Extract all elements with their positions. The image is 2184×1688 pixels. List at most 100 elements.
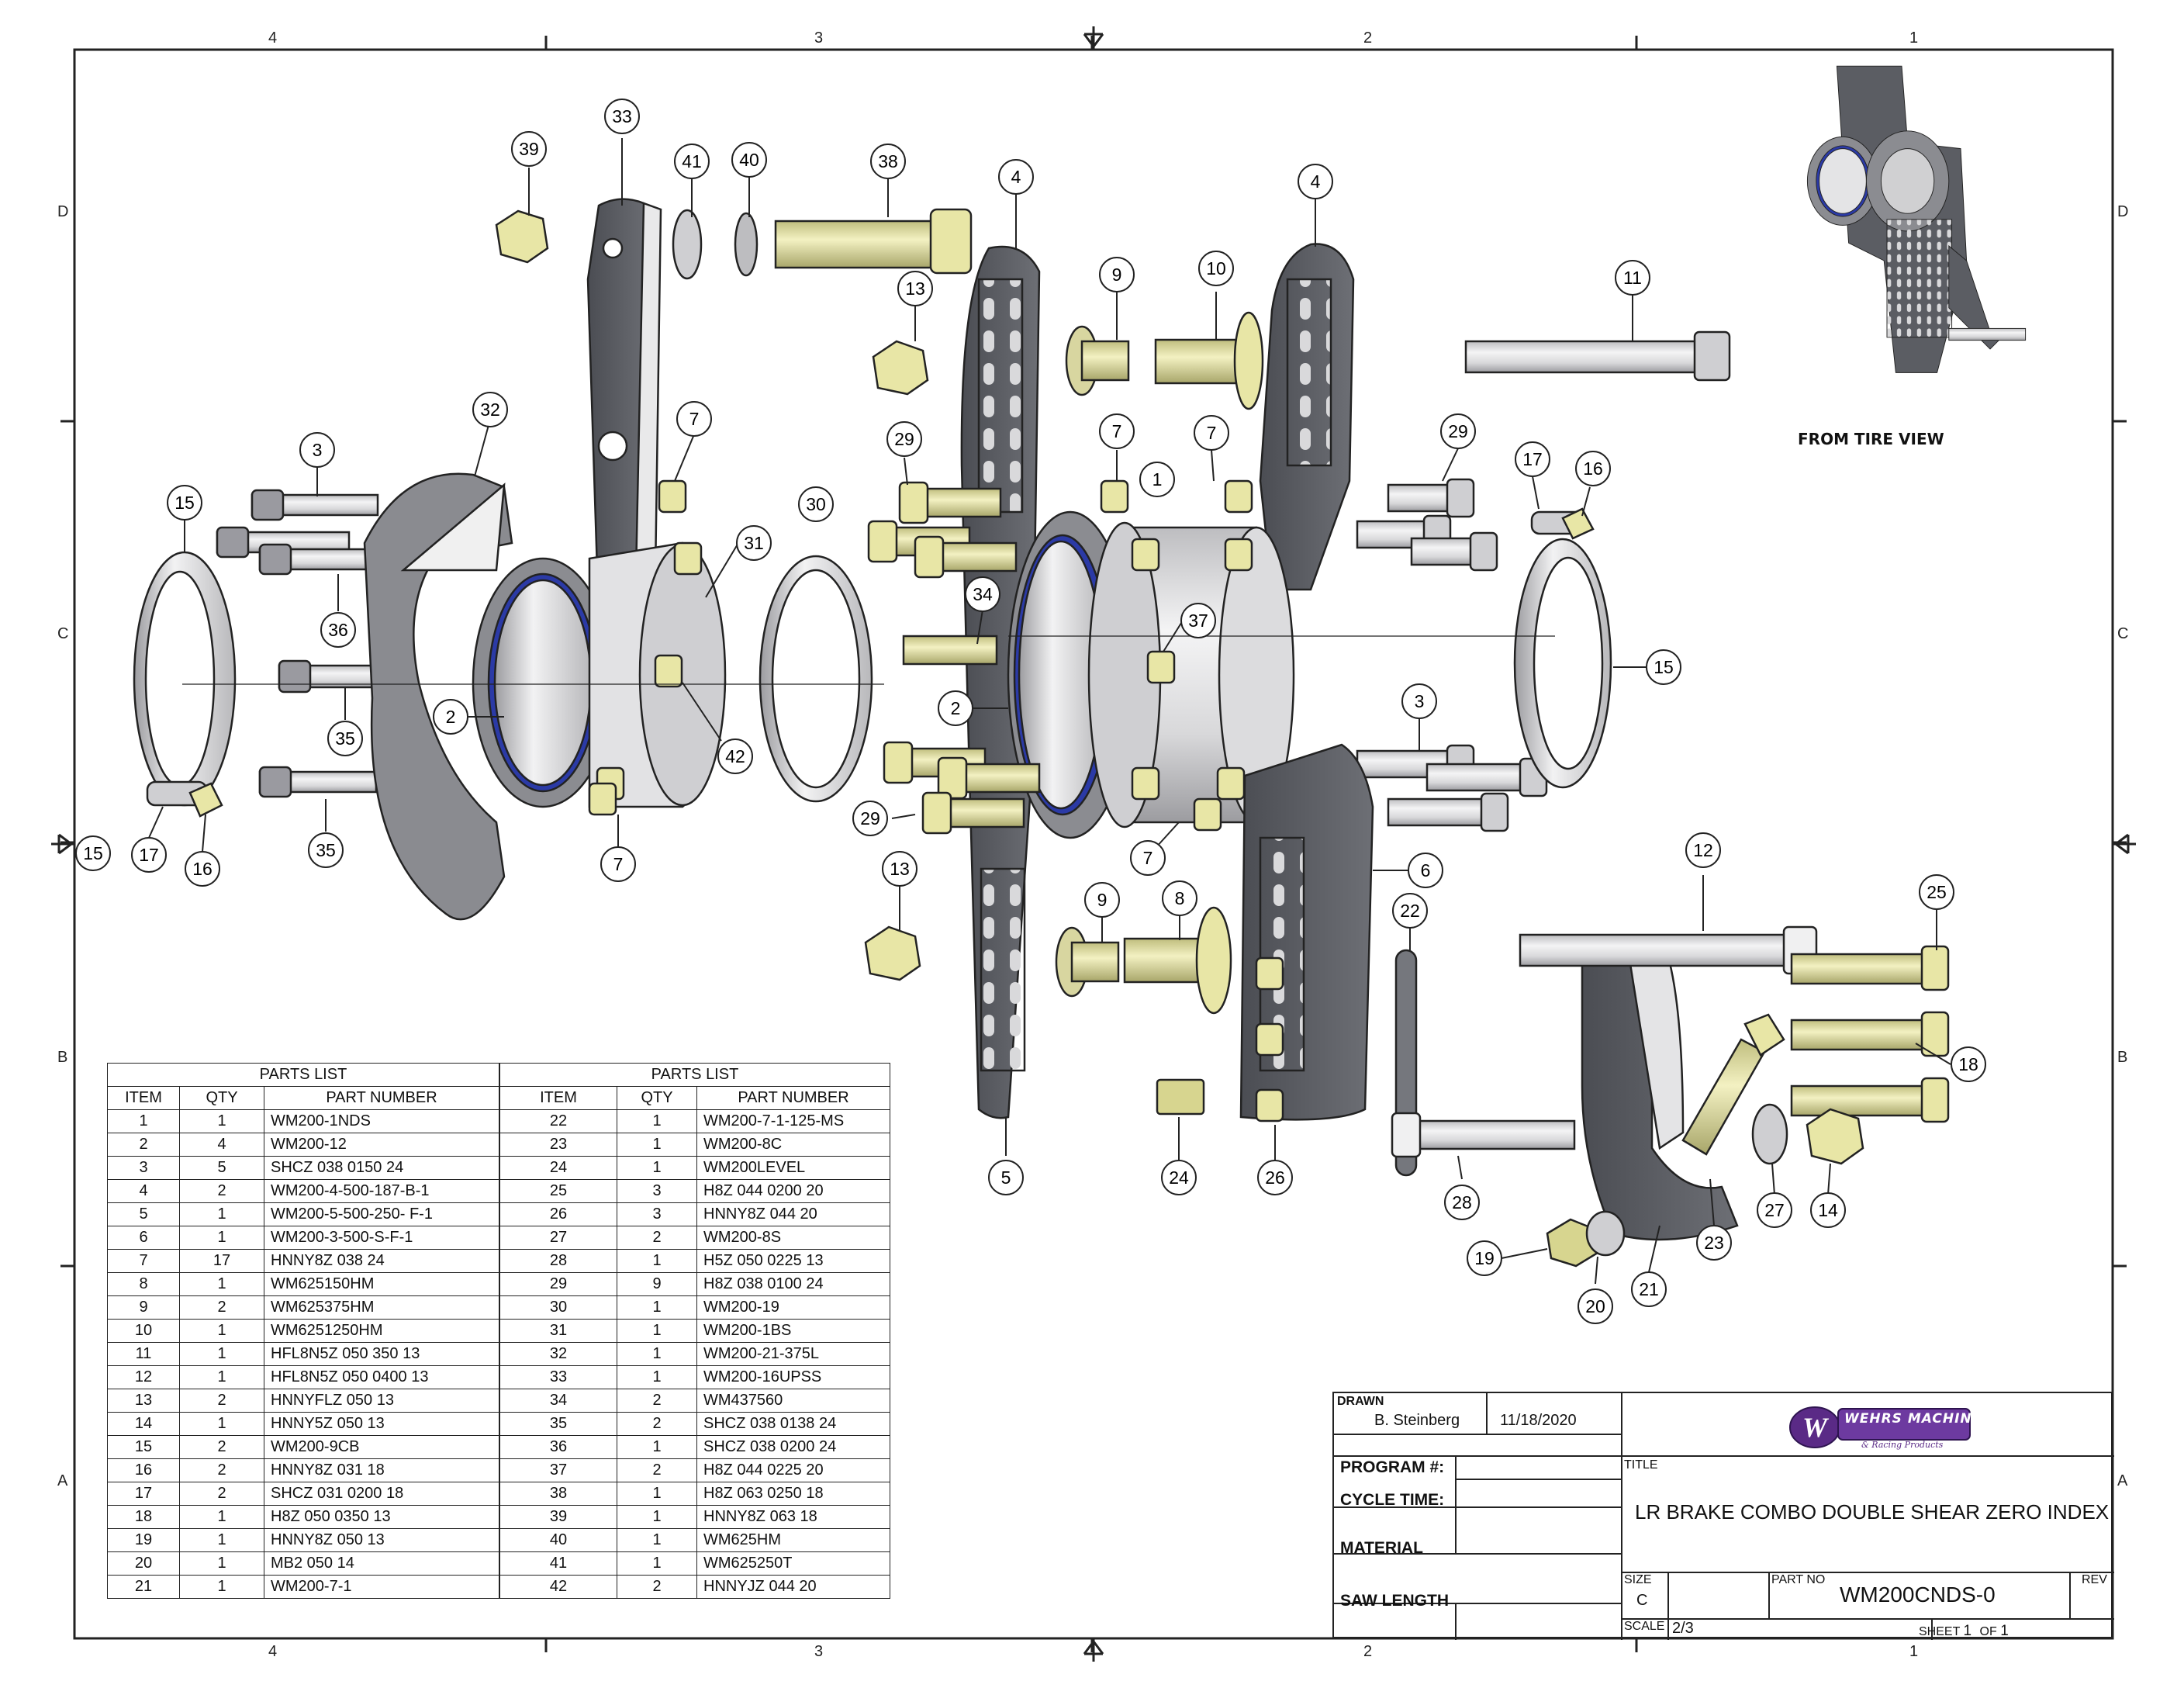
balloon-label: 5 <box>1001 1167 1011 1188</box>
balloon-item-13: 13 <box>882 851 917 887</box>
balloon-label: 7 <box>1143 848 1153 868</box>
balloon-item-9: 9 <box>1084 882 1120 918</box>
quantity: 1 <box>179 1575 264 1599</box>
part-number: WM200-7-1 <box>264 1575 499 1599</box>
item-number: 4 <box>107 1179 180 1203</box>
size-label: SIZE <box>1624 1573 1652 1586</box>
nut-39 <box>495 209 549 264</box>
washer-40 <box>734 212 759 277</box>
balloon-label: 2 <box>951 698 961 718</box>
item-number: 12 <box>107 1365 180 1389</box>
item-number: 5 <box>107 1202 180 1226</box>
saw-length-label: SAW LENGTH <box>1340 1592 1449 1610</box>
bushing-8 <box>1123 906 1232 1015</box>
quantity: 1 <box>617 1342 697 1366</box>
balloon-item-7: 7 <box>1099 413 1135 449</box>
balloon-label: 25 <box>1927 882 1947 902</box>
item-number: 11 <box>107 1342 180 1366</box>
balloon-label: 3 <box>1415 691 1425 711</box>
quantity: 9 <box>617 1272 697 1296</box>
item-number: 34 <box>499 1389 617 1413</box>
balloon-item-29: 29 <box>1440 413 1476 449</box>
part-number: WM200-9CB <box>264 1435 499 1459</box>
part-number: HNNY8Z 031 18 <box>264 1458 499 1482</box>
bolt-28 <box>1391 1112 1576 1158</box>
balloon-label: 29 <box>1448 421 1468 441</box>
balloon-label: 1 <box>1152 469 1163 489</box>
item-number: 25 <box>499 1179 617 1203</box>
balloon-label: 31 <box>744 533 764 553</box>
balloon-item-31: 31 <box>736 525 772 561</box>
balloon-item-23: 23 <box>1696 1225 1732 1261</box>
bolt-18 <box>1681 1013 1785 1156</box>
balloon-label: 35 <box>316 840 336 860</box>
part-number: H8Z 050 0350 13 <box>264 1505 499 1529</box>
part-number: HFL8N5Z 050 0400 13 <box>264 1365 499 1389</box>
bolt-38 <box>774 208 973 275</box>
balloon-label: 42 <box>725 746 745 766</box>
rev-label: REV <box>2082 1573 2107 1586</box>
part-number: WM200-7-1-125-MS <box>696 1109 890 1133</box>
balloon-label: 34 <box>973 584 993 604</box>
item-number: 26 <box>499 1202 617 1226</box>
quantity: 2 <box>179 1389 264 1413</box>
part-number: HNNYJZ 044 20 <box>696 1575 890 1599</box>
item-number: 32 <box>499 1342 617 1366</box>
inset-view-label: FROM TIRE VIEW <box>1798 430 1944 448</box>
balloon-item-30: 30 <box>798 486 834 522</box>
balloon-item-4: 4 <box>998 159 1034 195</box>
balloon-item-28: 28 <box>1444 1185 1480 1220</box>
balloon-item-29: 29 <box>886 421 922 457</box>
quantity: 2 <box>617 1575 697 1599</box>
zone-left-B: B <box>57 1049 68 1066</box>
sheet-info: SHEET 1 OF 1 <box>1919 1623 2009 1640</box>
balloon-label: 38 <box>878 151 898 171</box>
balloon-item-14: 14 <box>1810 1192 1846 1228</box>
balloon-label: 18 <box>1958 1054 1978 1074</box>
drawn-label: DRAWN <box>1337 1395 1384 1408</box>
quantity: 1 <box>617 1295 697 1320</box>
balloon-item-10: 10 <box>1198 251 1234 286</box>
item-number: 30 <box>499 1295 617 1320</box>
bolts-right-set <box>1356 478 1548 832</box>
balloon-label: 17 <box>1522 449 1543 469</box>
part-number: SHCZ 038 0150 24 <box>264 1156 499 1180</box>
zone-top-2: 2 <box>1363 29 1373 47</box>
balloon-label: 29 <box>860 808 880 828</box>
material-label: MATERIAL <box>1340 1539 1423 1557</box>
balloon-label: 15 <box>1654 657 1674 677</box>
bolts-29-set <box>867 481 1041 835</box>
item-number: 18 <box>107 1505 180 1529</box>
balloon-label: 16 <box>192 859 213 879</box>
zone-left-A: A <box>57 1472 68 1489</box>
hub-center <box>1007 510 1295 839</box>
part-number: WM200-1BS <box>696 1319 890 1343</box>
balloon-item-41: 41 <box>674 144 710 179</box>
scale-label: SCALE <box>1624 1620 1665 1633</box>
item-number: 42 <box>499 1575 617 1599</box>
ball-20 <box>1585 1210 1626 1257</box>
bolt-12 <box>1519 925 1818 975</box>
balloon-item-2: 2 <box>433 699 468 735</box>
balloon-label: 35 <box>335 728 355 749</box>
quantity: 1 <box>179 1226 264 1250</box>
zone-bottom-2: 2 <box>1363 1643 1373 1660</box>
col-item-header: ITEM <box>499 1086 617 1110</box>
quantity: 2 <box>179 1435 264 1459</box>
balloon-label: 6 <box>1421 860 1431 880</box>
title-block: DRAWN B. Steinberg 11/18/2020 PROGRAM #:… <box>1332 1392 2114 1640</box>
parts-list-title: PARTS LIST <box>499 1063 890 1087</box>
item-number: 2 <box>107 1133 180 1157</box>
item-number: 31 <box>499 1319 617 1343</box>
nut-14 <box>1806 1108 1864 1165</box>
quantity: 1 <box>179 1109 264 1133</box>
quantity: 1 <box>179 1272 264 1296</box>
balloon-label: 27 <box>1764 1200 1785 1220</box>
